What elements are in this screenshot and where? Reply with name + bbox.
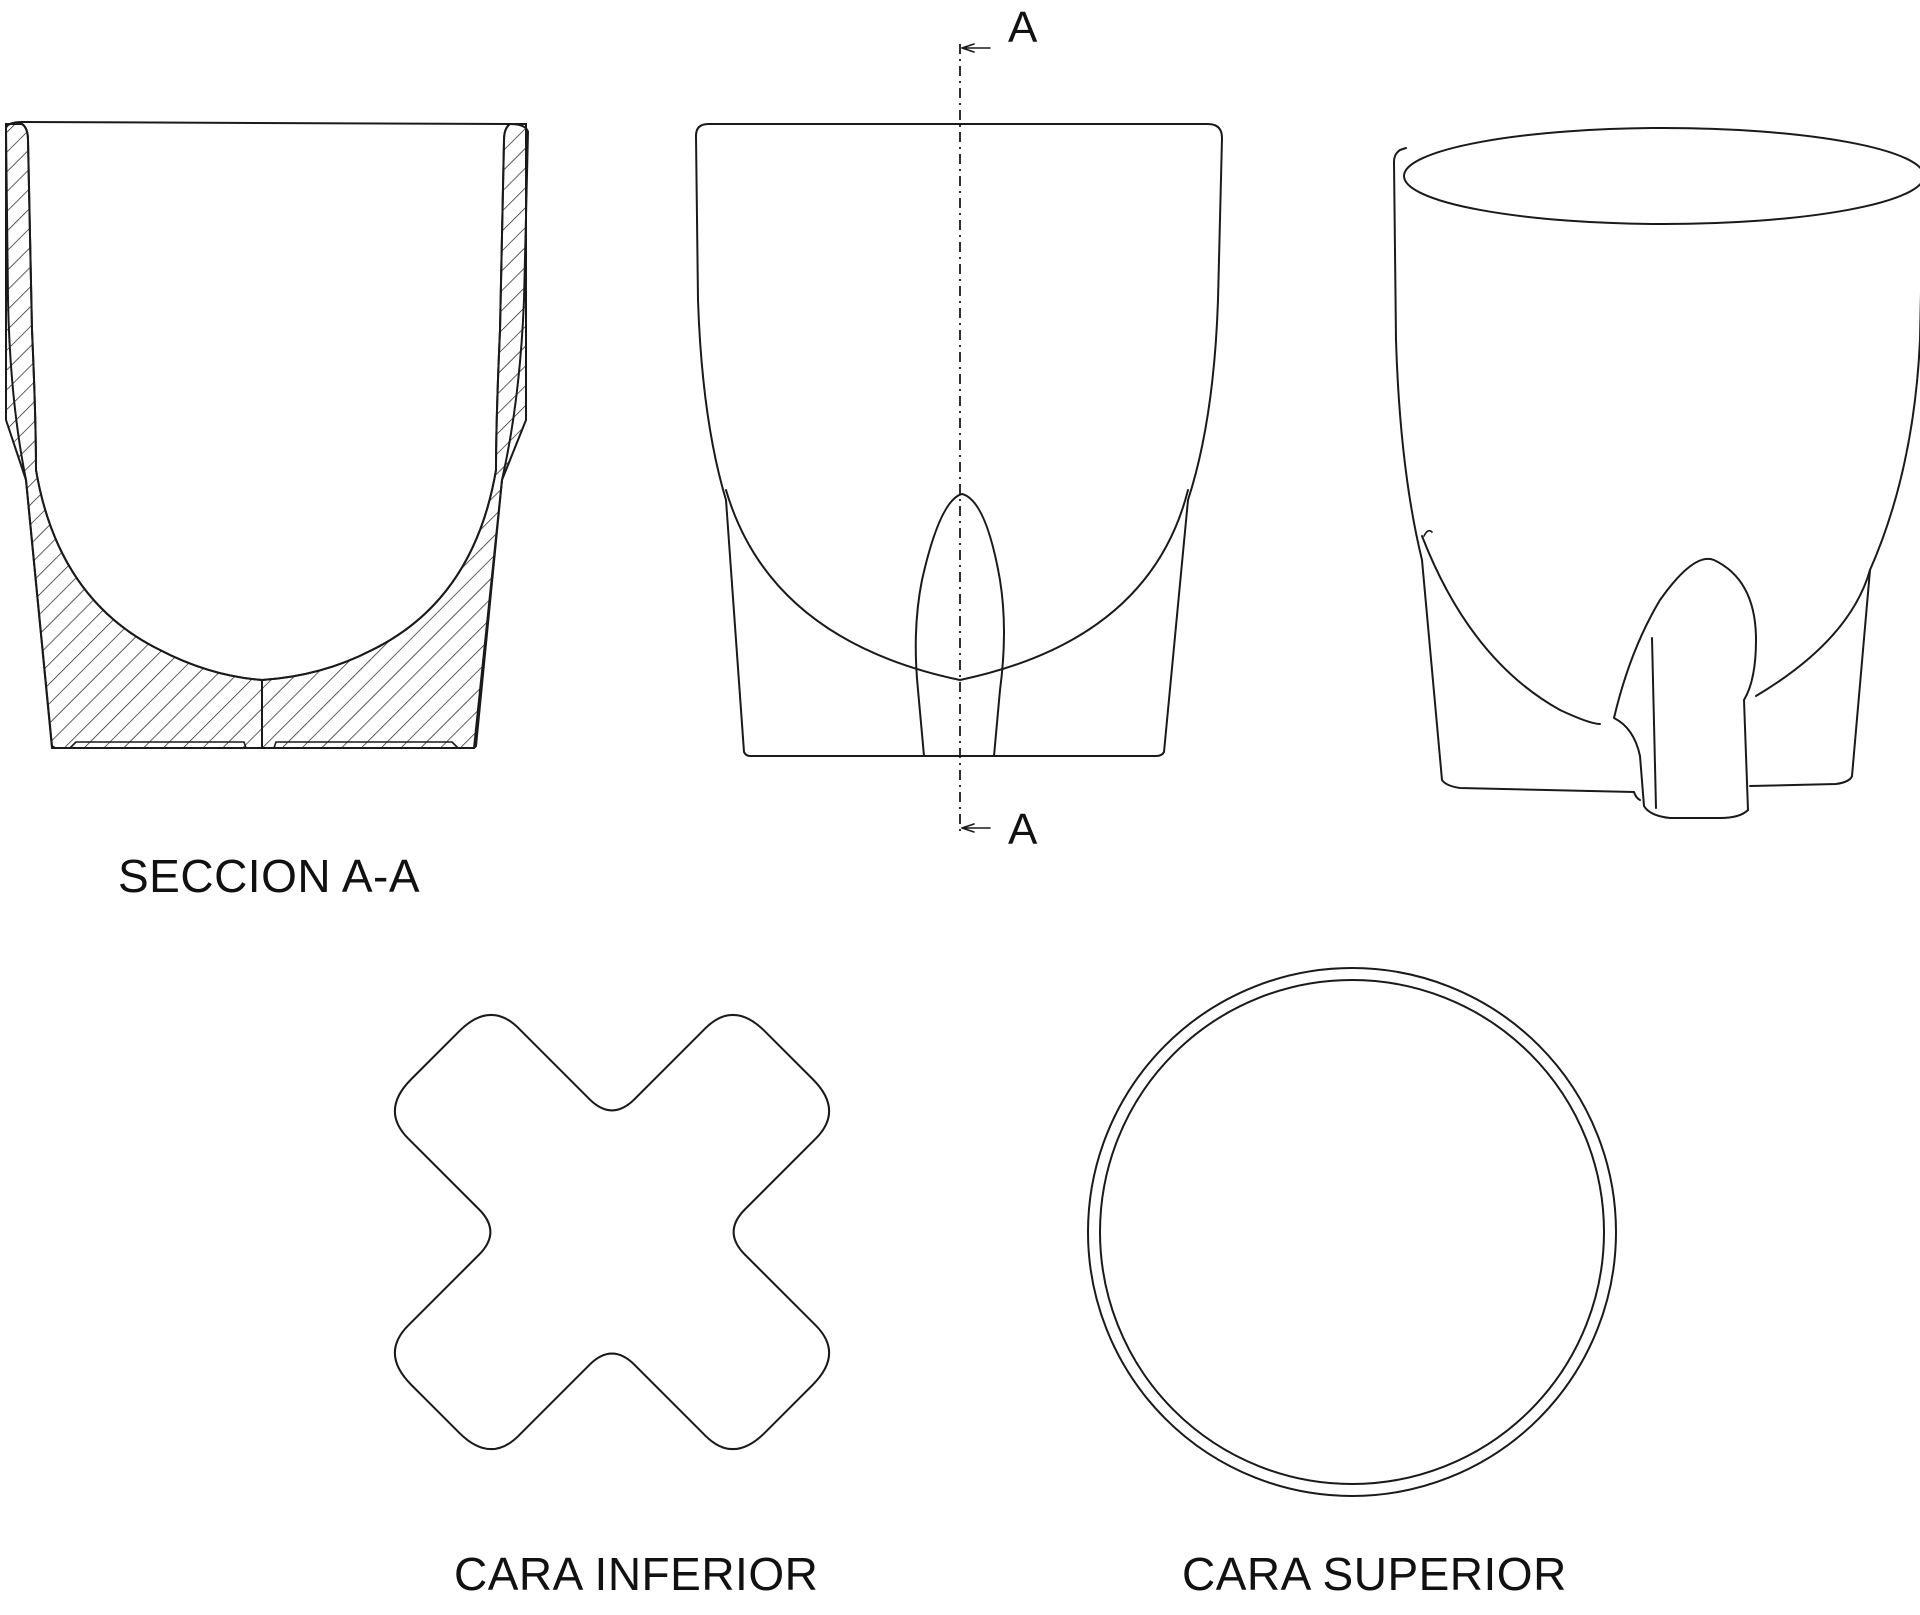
perspective-rim-inner (1403, 127, 1920, 225)
perspective-bowl-right (1755, 569, 1871, 697)
perspective-bowl-curve (1421, 535, 1601, 725)
front-view: A A (695, 3, 1223, 854)
top-outer-circle (1087, 967, 1617, 1497)
cut-arrow-bottom (961, 823, 991, 833)
front-bowl-curve (725, 489, 1189, 681)
top-face-label: CARA SUPERIOR (1182, 1548, 1567, 1600)
section-hatch-left-wall (5, 123, 263, 749)
section-rim (5, 121, 529, 133)
front-body-outline (695, 123, 1223, 757)
bottom-face-view: CARA INFERIOR (393, 1013, 831, 1600)
cut-label-bottom: A (1008, 805, 1038, 854)
section-inner-cavity (21, 123, 511, 681)
bottom-cross-shape (393, 1013, 831, 1451)
perspective-leg-edge (1651, 637, 1657, 809)
section-hatch-right-wall (261, 123, 527, 749)
perspective-leg (1613, 557, 1757, 819)
cut-arrow-top (961, 43, 991, 53)
section-outer-right (473, 131, 529, 749)
bottom-face-label: CARA INFERIOR (454, 1548, 818, 1600)
cut-label-top: A (1008, 3, 1038, 52)
perspective-view (1393, 127, 1920, 819)
perspective-left-tip (1423, 529, 1433, 537)
section-bottom-relief (69, 741, 459, 749)
section-view: SECCION A-A (5, 121, 529, 902)
section-outer-left (5, 127, 53, 749)
section-label: SECCION A-A (118, 850, 420, 902)
front-leg (914, 493, 1005, 757)
top-face-view: CARA SUPERIOR (1087, 967, 1617, 1600)
top-inner-circle (1099, 979, 1605, 1485)
perspective-body-outline (1393, 147, 1920, 801)
